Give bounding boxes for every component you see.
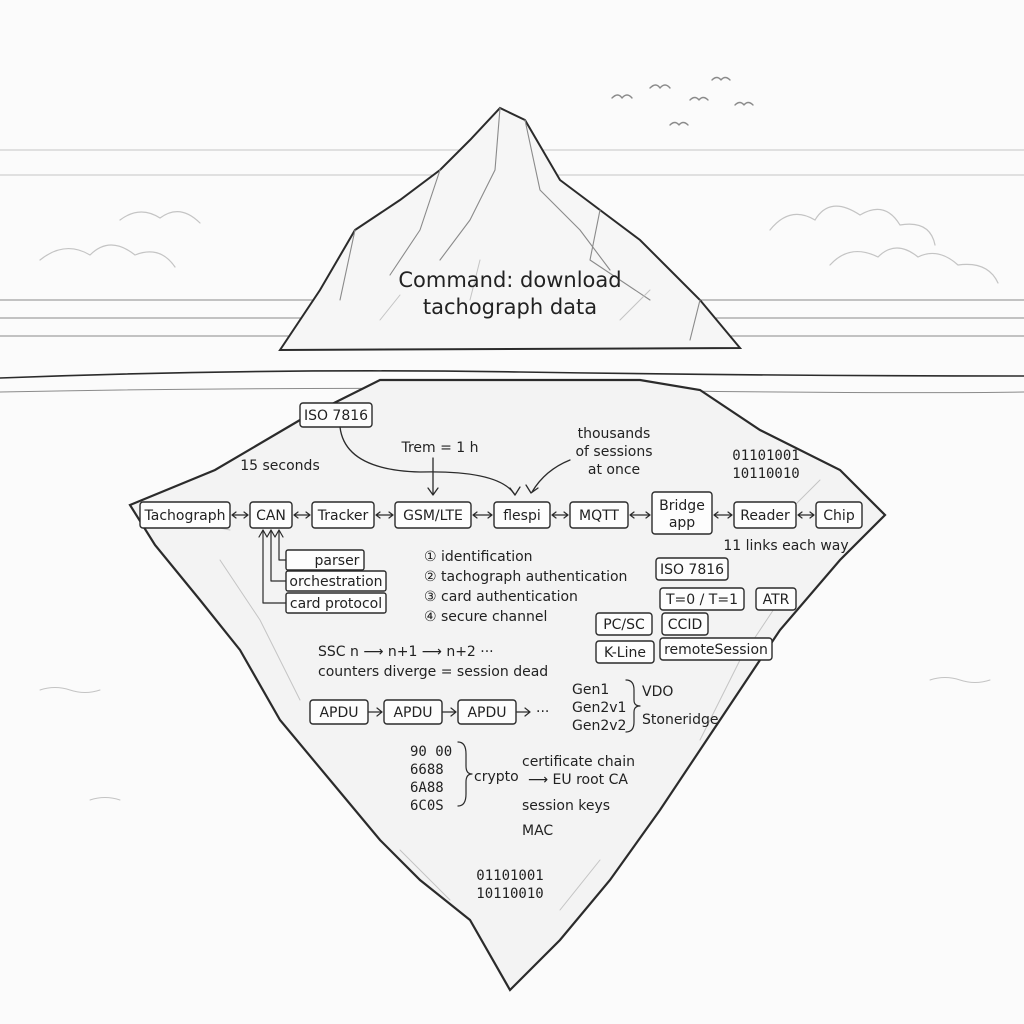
tip-title-line-1: Command: download (398, 268, 621, 292)
svg-text:Tracker: Tracker (317, 508, 369, 524)
chain-node-gsm-lte: GSM/LTE (394, 501, 472, 529)
certificate-chain-label: certificate chain (522, 754, 635, 770)
proto-iso-7816: ISO 7816 (660, 562, 724, 578)
chain-node-can: CAN (249, 501, 293, 529)
proto-ccid: CCID (668, 617, 702, 633)
chain-node-bridge-app: Bridge app (651, 491, 713, 535)
chain-node-tachograph: Tachograph (139, 501, 231, 529)
vendor-vdo: VDO (642, 684, 673, 700)
step-card-authentication: ③ card authentication (424, 589, 578, 605)
status-word-6688: 6688 (410, 762, 444, 778)
proto-t0-t1: T=0 / T=1 (665, 592, 738, 608)
ssc-line: SSC n ⟶ n+1 ⟶ n+2 ··· (318, 644, 494, 660)
protocol-boxes: ISO 7816 T=0 / T=1 ATR PC/SC CCID K-Line… (595, 557, 797, 664)
binary-top-line-2: 10110010 (732, 466, 799, 482)
chain-node-tracker: Tracker (311, 501, 375, 529)
fifteen-seconds-label: 15 seconds (240, 458, 320, 474)
iceberg-tip (278, 106, 743, 352)
can-layers: parser orchestration card protocol (258, 529, 387, 614)
chain-node-chip: Chip (815, 501, 863, 529)
apdu-2: APDU (393, 705, 432, 721)
proto-remote-session: remoteSession (664, 642, 768, 658)
gen-1: Gen1 (572, 682, 609, 698)
thousands-line-2: of sessions (575, 444, 652, 460)
chain-link (551, 511, 569, 519)
iso-to-flespi-arrow (339, 426, 516, 496)
chain-link (797, 511, 815, 519)
step-identification: ① identification (424, 549, 533, 565)
layer-orchestration: orchestration (289, 574, 382, 590)
svg-text:Reader: Reader (740, 508, 790, 524)
chain-node-mqtt: MQTT (569, 501, 629, 529)
svg-text:ISO 7816: ISO 7816 (304, 408, 368, 424)
apdu-3: APDU (467, 705, 506, 721)
bridge-app-label-2: app (669, 515, 695, 531)
eu-root-ca-label: ⟶ EU root CA (528, 772, 628, 788)
trem-label: Trem = 1 h (400, 440, 478, 456)
bridge-app-label: Bridge (659, 498, 705, 514)
layer-parser: parser (315, 553, 360, 569)
vendor-stoneridge: Stoneridge (642, 712, 718, 728)
chain-links (231, 511, 815, 519)
binary-bottom-line-2: 10110010 (476, 886, 543, 902)
step-tachograph-authentication: ② tachograph authentication (424, 569, 627, 585)
chain-node-reader: Reader (733, 501, 797, 529)
layer-card-protocol: card protocol (290, 596, 382, 612)
chain: Tachograph CAN Tracker GSM/LTE flespi MQ… (139, 491, 863, 535)
iso-7816-top-box: ISO 7816 (299, 402, 373, 428)
apdu-1: APDU (319, 705, 358, 721)
binary-top-line-1: 01101001 (732, 448, 799, 464)
chain-link (629, 511, 651, 519)
links-each-way-label: 11 links each way (723, 538, 848, 554)
status-word-6a88: 6A88 (410, 780, 444, 796)
svg-text:Chip: Chip (823, 508, 855, 524)
svg-text:CAN: CAN (256, 508, 286, 524)
chain-link (293, 511, 311, 519)
status-word-6c0s: 6C0S (410, 798, 444, 814)
proto-atr: ATR (763, 592, 790, 608)
svg-text:GSM/LTE: GSM/LTE (403, 508, 463, 524)
proto-pc-sc: PC/SC (603, 617, 645, 633)
mac-label: MAC (522, 823, 553, 839)
status-word-9000: 90 00 (410, 744, 452, 760)
ssc-note: counters diverge = session dead (318, 664, 548, 680)
svg-text:Tachograph: Tachograph (144, 508, 226, 524)
chain-link (375, 511, 394, 519)
chain-link (472, 511, 493, 519)
binary-bottom-line-1: 01101001 (476, 868, 543, 884)
thousands-line-1: thousands (578, 426, 651, 442)
apdu-more: ··· (536, 704, 549, 720)
crypto-label: crypto (474, 769, 519, 785)
gen-2v1: Gen2v1 (572, 700, 626, 716)
svg-text:flespi: flespi (503, 508, 541, 524)
svg-text:MQTT: MQTT (579, 508, 619, 524)
birds-icon (611, 76, 754, 126)
chain-link (231, 511, 249, 519)
apdu-chain: APDU APDU APDU ··· (309, 699, 549, 725)
step-secure-channel: ④ secure channel (424, 609, 547, 625)
chain-link (713, 511, 733, 519)
gen-2v2: Gen2v2 (572, 718, 626, 734)
thousands-line-3: at once (588, 462, 640, 478)
proto-k-line: K-Line (604, 645, 646, 661)
tip-title-line-2: tachograph data (423, 295, 597, 319)
session-keys-label: session keys (522, 798, 610, 814)
chain-node-flespi: flespi (493, 501, 551, 529)
